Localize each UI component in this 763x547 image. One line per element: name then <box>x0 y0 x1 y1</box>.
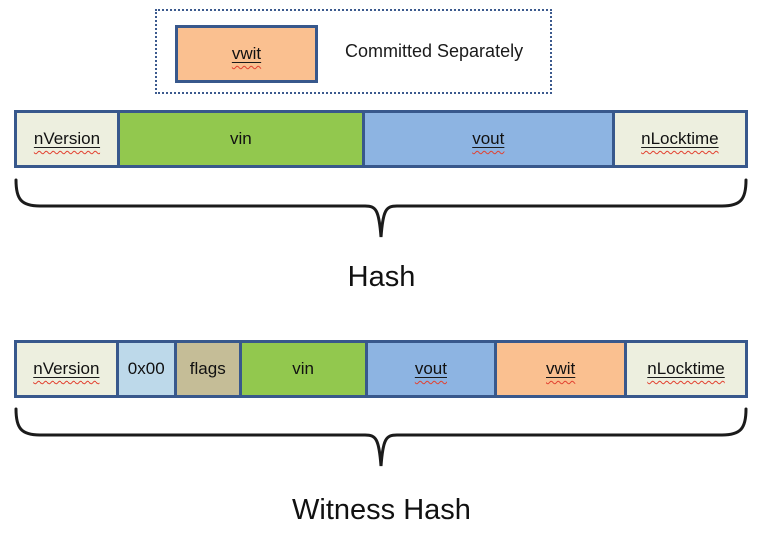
segment-label: nVersion <box>33 359 100 378</box>
segment-label: nVersion <box>33 129 101 148</box>
bar-segment-flags: flags <box>176 343 242 395</box>
legend-box: vwit Committed Separately <box>155 9 552 94</box>
segment-label: flags <box>189 359 226 378</box>
segment-label: vin <box>292 359 314 378</box>
segment-label: vout <box>414 359 447 378</box>
segment-label: 0x00 <box>127 359 165 378</box>
bar-segment-vin: vin <box>241 343 368 395</box>
bar-segment-nversion: nVersion <box>17 343 119 395</box>
bar-segment-nlocktime: nLocktime <box>614 113 745 165</box>
segment-label: vout <box>472 129 505 148</box>
segment-label: nLocktime <box>647 359 725 378</box>
witness-hash-fields-bar: nVersion 0x00 flags vin vout vwit nLockt… <box>14 340 748 398</box>
hash-fields-bar: nVersion vin vout nLocktime <box>14 110 748 168</box>
segment-label: vin <box>230 129 252 148</box>
witness-hash-brace <box>14 407 748 467</box>
vwit-sample-box: vwit <box>175 25 318 83</box>
bar-segment-0x00: 0x00 <box>118 343 177 395</box>
bar-segment-vwit: vwit <box>497 343 627 395</box>
bar-segment-vout: vout <box>367 343 498 395</box>
legend-caption: Committed Separately <box>345 41 524 61</box>
segment-label: nLocktime <box>641 129 719 148</box>
hash-brace <box>14 178 748 238</box>
hash-label: Hash <box>347 261 416 293</box>
bar-segment-vout: vout <box>364 113 615 165</box>
bar-segment-vin: vin <box>119 113 365 165</box>
witness-hash-label: Witness Hash <box>292 494 471 526</box>
segment-label: vwit <box>546 359 576 378</box>
bar-segment-nversion: nVersion <box>17 113 120 165</box>
bar-segment-nlocktime: nLocktime <box>627 343 746 395</box>
vwit-sample-label: vwit <box>231 44 262 63</box>
